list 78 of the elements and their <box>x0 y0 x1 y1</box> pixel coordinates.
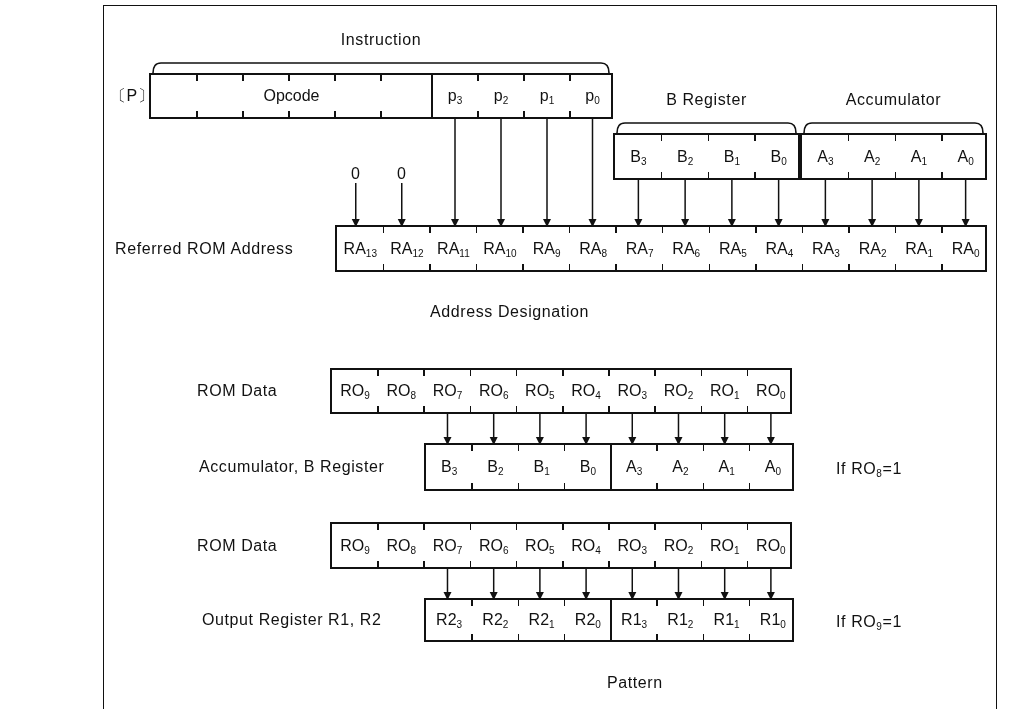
bit-cell: B$_{2}$ <box>472 445 519 489</box>
bit-cell: RO$_{9}$ <box>332 524 379 567</box>
register-label: ROM Data <box>197 382 278 400</box>
bit-cell: RA$_{12}$ <box>383 227 431 270</box>
bit-cell: RA$_{9}$ <box>523 227 570 270</box>
bit-cell: RO$_{2}$ <box>655 370 702 412</box>
bit-cell: RO$_{6}$ <box>470 370 517 412</box>
bit-cell: RA$_{11}$ <box>430 227 477 270</box>
register-label: Instruction <box>340 31 422 49</box>
bit-cell: R2$_{0}$ <box>564 600 611 640</box>
bit-cell: RO$_{6}$ <box>470 524 517 567</box>
bit-cell: RA$_{2}$ <box>849 227 896 270</box>
bit-cell: R1$_{3}$ <box>611 600 658 640</box>
bit-cell: RO$_{7}$ <box>424 524 471 567</box>
bit-cell: RA$_{3}$ <box>802 227 850 270</box>
register-label: Referred ROM Address <box>115 239 294 258</box>
bit-cell: RO$_{7}$ <box>424 370 471 412</box>
bit-cell: RO$_{8}$ <box>378 370 425 412</box>
bit-cell: A$_{2}$ <box>657 445 704 489</box>
bit-cell: A$_{3}$ <box>611 445 658 489</box>
bit-cell: p$_{3}$ <box>432 75 478 117</box>
bit-cell: A$_{1}$ <box>895 135 943 178</box>
bit-cell: RO$_{9}$ <box>332 370 379 412</box>
bit-cell: B$_{3}$ <box>426 445 473 489</box>
bit-cell: RO$_{8}$ <box>378 524 425 567</box>
register-label: ROM Data <box>197 536 278 555</box>
bit-cell: B$_{2}$ <box>661 135 709 178</box>
bit-cell: B$_{1}$ <box>708 135 756 178</box>
bit-cell: B$_{1}$ <box>518 445 565 489</box>
bit-cell: RO$_{1}$ <box>701 370 748 412</box>
bit-cell: RA$_{10}$ <box>476 227 524 270</box>
bit-cell: A$_{0}$ <box>942 135 989 178</box>
register-label: Accumulator <box>845 91 942 109</box>
bit-cell: p$_{0}$ <box>570 75 615 117</box>
bit-cell: R1$_{2}$ <box>657 600 704 640</box>
condition-note: If RO$_{8}$=1 <box>836 460 902 479</box>
bit-cell: RA$_{1}$ <box>895 227 943 270</box>
bit-cell: A$_{3}$ <box>802 135 849 178</box>
caption: Address Designation <box>430 303 590 321</box>
bit-cell: RA$_{4}$ <box>756 227 803 270</box>
bit-cell: RO$_{0}$ <box>747 524 794 567</box>
condition-note: If RO$_{9}$=1 <box>836 613 902 632</box>
bit-cell: R2$_{3}$ <box>426 600 473 640</box>
caption: Pattern <box>607 674 663 692</box>
bit-cell: RO$_{3}$ <box>609 370 656 412</box>
bit-cell: RA$_{5}$ <box>709 227 757 270</box>
arrow <box>397 182 406 228</box>
bit-cell: RA$_{6}$ <box>663 227 710 270</box>
bit-cell: R2$_{1}$ <box>518 600 565 640</box>
bit-cell: R2$_{2}$ <box>472 600 519 640</box>
bit-cell: RO$_{0}$ <box>747 370 794 412</box>
register-label: Accumulator, B Register <box>199 458 385 476</box>
bit-cell: RO$_{5}$ <box>516 524 563 567</box>
bit-cell: RO$_{3}$ <box>609 524 656 567</box>
bit-cell: p$_{1}$ <box>524 75 570 117</box>
bit-cell: B$_{0}$ <box>564 445 611 489</box>
bit-cell: RO$_{5}$ <box>516 370 563 412</box>
input-value: 0 <box>397 165 407 183</box>
bit-cell: A$_{2}$ <box>848 135 896 178</box>
bit-cell: RO$_{1}$ <box>701 524 748 567</box>
input-value: 0 <box>351 165 361 183</box>
bit-cell: A$_{0}$ <box>749 445 796 489</box>
bit-cell: RO$_{4}$ <box>563 524 610 567</box>
bit-cell: RO$_{4}$ <box>563 370 610 412</box>
register-label: Output Register R1, R2 <box>202 611 382 629</box>
bit-cell: R1$_{0}$ <box>749 600 796 640</box>
bit-cell: B$_{0}$ <box>755 135 802 178</box>
bit-cell: RA$_{0}$ <box>942 227 989 270</box>
bit-cell: B$_{3}$ <box>615 135 662 178</box>
bit-cell: RA$_{7}$ <box>616 227 663 270</box>
arrow <box>351 182 360 228</box>
bit-cell: RO$_{2}$ <box>655 524 702 567</box>
bit-cell: A$_{1}$ <box>703 445 750 489</box>
register-label: B Register <box>666 91 747 109</box>
bit-cell: R1$_{1}$ <box>703 600 750 640</box>
bit-cell: p$_{2}$ <box>478 75 524 117</box>
bit-cell: RA$_{13}$ <box>337 227 384 270</box>
bit-cell: RA$_{8}$ <box>569 227 617 270</box>
